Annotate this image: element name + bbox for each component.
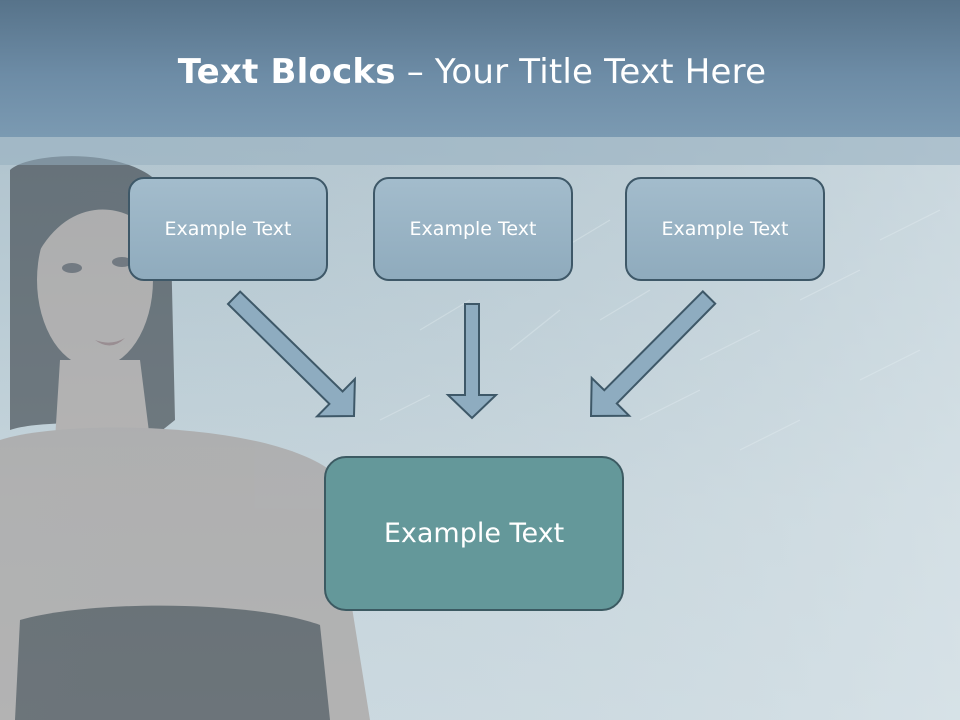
title-bar-strip [0, 137, 960, 165]
slide-title: Text Blocks – Your Title Text Here [0, 52, 944, 92]
title-rest: Your Title Text Here [434, 52, 767, 92]
text-block-top-right[interactable]: Example Text [625, 177, 825, 281]
text-block-top-center[interactable]: Example Text [373, 177, 573, 281]
text-block-bottom[interactable]: Example Text [324, 456, 624, 611]
arrow-center [445, 303, 499, 420]
title-bold: Text Blocks [177, 52, 396, 92]
text-block-top-center-label: Example Text [409, 218, 537, 240]
title-bar [0, 0, 960, 137]
arrow-left [226, 290, 356, 418]
title-dash: – [406, 52, 424, 92]
text-block-top-left-label: Example Text [164, 218, 292, 240]
text-block-bottom-label: Example Text [383, 518, 565, 549]
text-block-top-right-label: Example Text [661, 218, 789, 240]
text-block-top-left[interactable]: Example Text [128, 177, 328, 281]
woman-figure [0, 156, 370, 720]
arrow-right [589, 289, 717, 418]
